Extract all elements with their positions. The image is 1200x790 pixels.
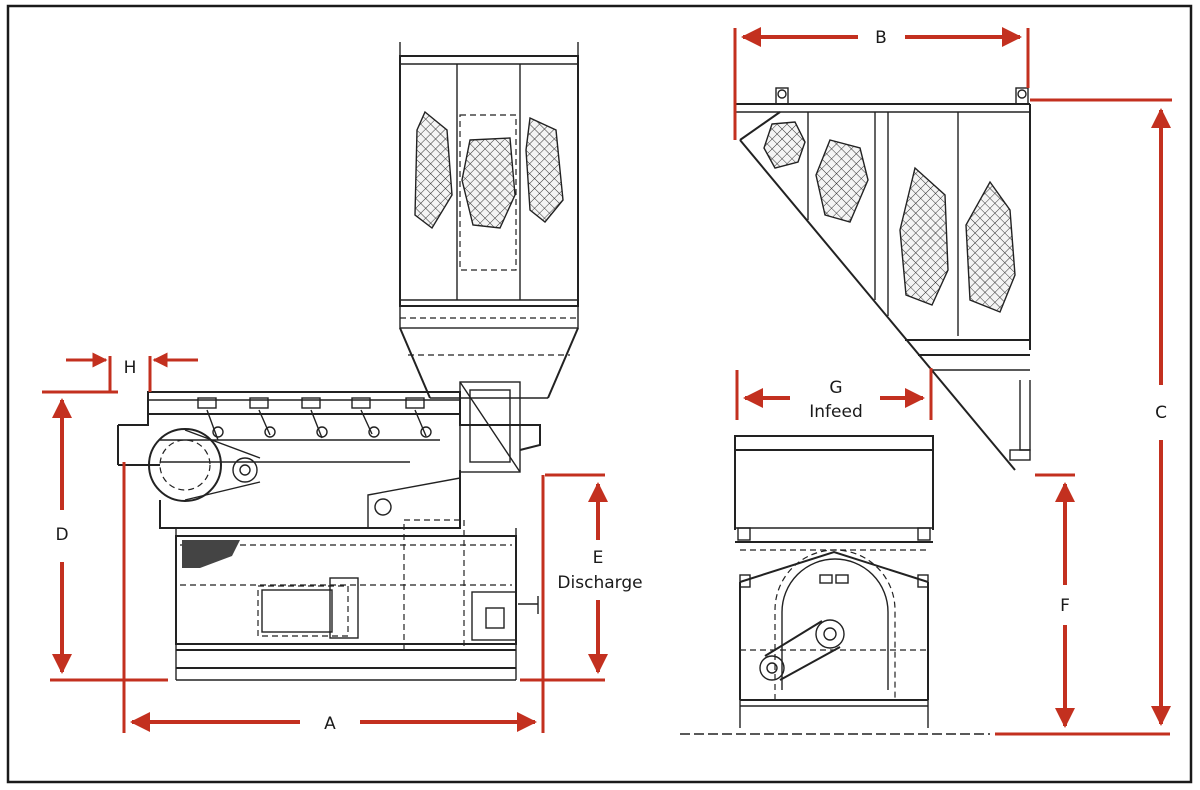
label-d: D: [55, 525, 68, 545]
label-e: E: [593, 548, 604, 568]
dimension-f: F: [1035, 473, 1075, 728]
drawing-border: [6, 4, 1193, 784]
label-h: H: [124, 358, 137, 378]
dimension-b: B: [733, 27, 1030, 140]
label-e-sub: Discharge: [557, 573, 642, 593]
label-g-sub: Infeed: [809, 402, 862, 422]
dimension-d: D: [42, 390, 168, 682]
side-hopper: [399, 42, 579, 473]
side-deck: [147, 391, 461, 441]
dimension-h: H: [66, 352, 198, 392]
label-g: G: [829, 378, 842, 398]
side-view: H D E Discharge A: [42, 42, 643, 734]
side-body: [117, 413, 541, 681]
dimension-e: E Discharge: [520, 473, 643, 682]
label-c: C: [1155, 403, 1167, 423]
label-b: B: [875, 28, 887, 48]
end-body: [680, 435, 990, 735]
dimension-c: C: [995, 98, 1172, 736]
dimension-g: G Infeed: [735, 368, 933, 422]
end-view: B G Infeed C F: [680, 27, 1172, 736]
label-a: A: [324, 714, 336, 734]
label-f: F: [1060, 596, 1070, 616]
dimension-a: A: [122, 462, 545, 734]
end-hopper: [735, 87, 1031, 471]
